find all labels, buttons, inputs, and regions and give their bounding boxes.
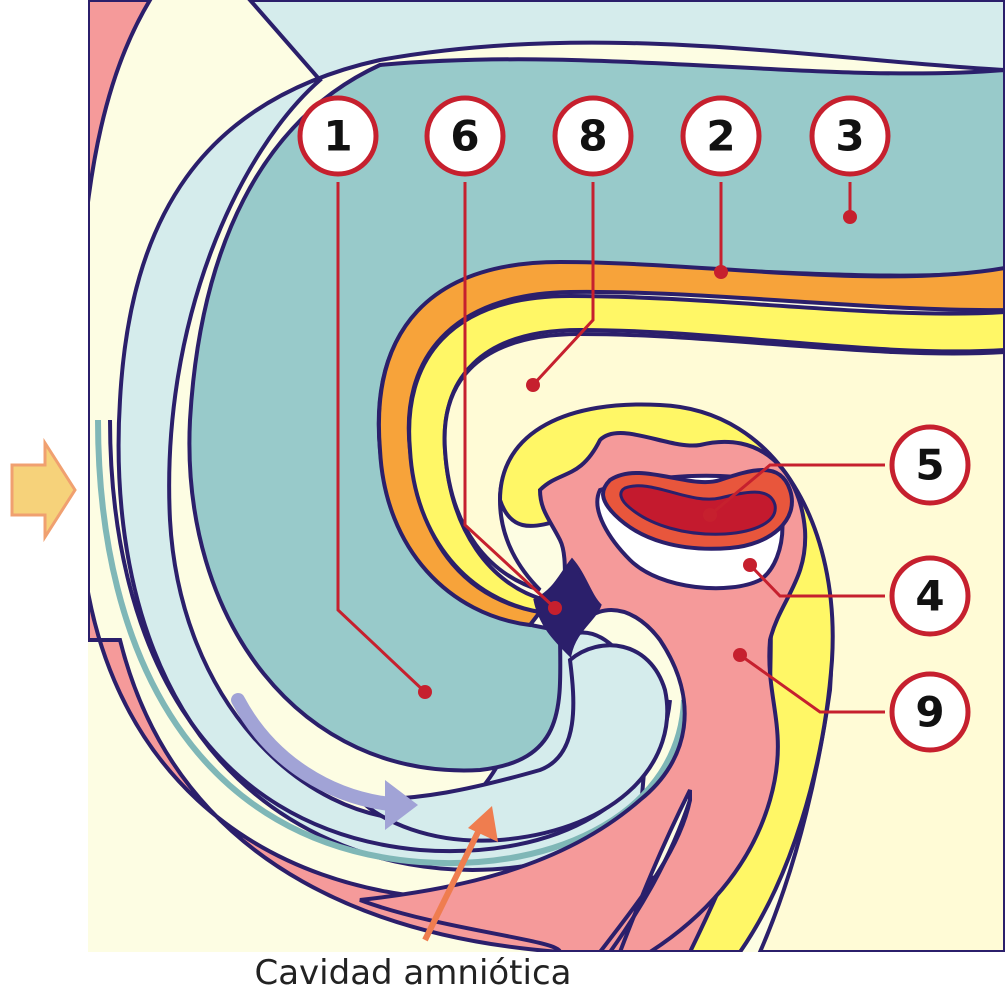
marker-9-label: 9 — [915, 688, 944, 737]
dot-3 — [843, 210, 857, 224]
marker-2: 2 — [683, 98, 759, 174]
dot-6 — [548, 601, 562, 615]
marker-3: 3 — [812, 98, 888, 174]
marker-3-label: 3 — [835, 112, 864, 161]
dot-8 — [526, 378, 540, 392]
caption-text: Cavidad amniótica — [254, 953, 571, 990]
marker-4: 4 — [892, 558, 968, 634]
marker-2-label: 2 — [706, 112, 735, 161]
dot-4 — [743, 558, 757, 572]
marker-5: 5 — [892, 427, 968, 503]
marker-8: 8 — [555, 98, 631, 174]
left-block-arrow — [12, 443, 75, 537]
marker-6: 6 — [427, 98, 503, 174]
marker-5-label: 5 — [915, 441, 944, 490]
marker-9: 9 — [892, 674, 968, 750]
marker-8-label: 8 — [578, 112, 607, 161]
marker-1: 1 — [300, 98, 376, 174]
dot-5 — [703, 508, 717, 522]
dot-2 — [714, 265, 728, 279]
dot-9 — [733, 648, 747, 662]
marker-1-label: 1 — [323, 112, 352, 161]
marker-4-label: 4 — [915, 572, 944, 621]
dot-1 — [418, 685, 432, 699]
marker-6-label: 6 — [450, 112, 479, 161]
